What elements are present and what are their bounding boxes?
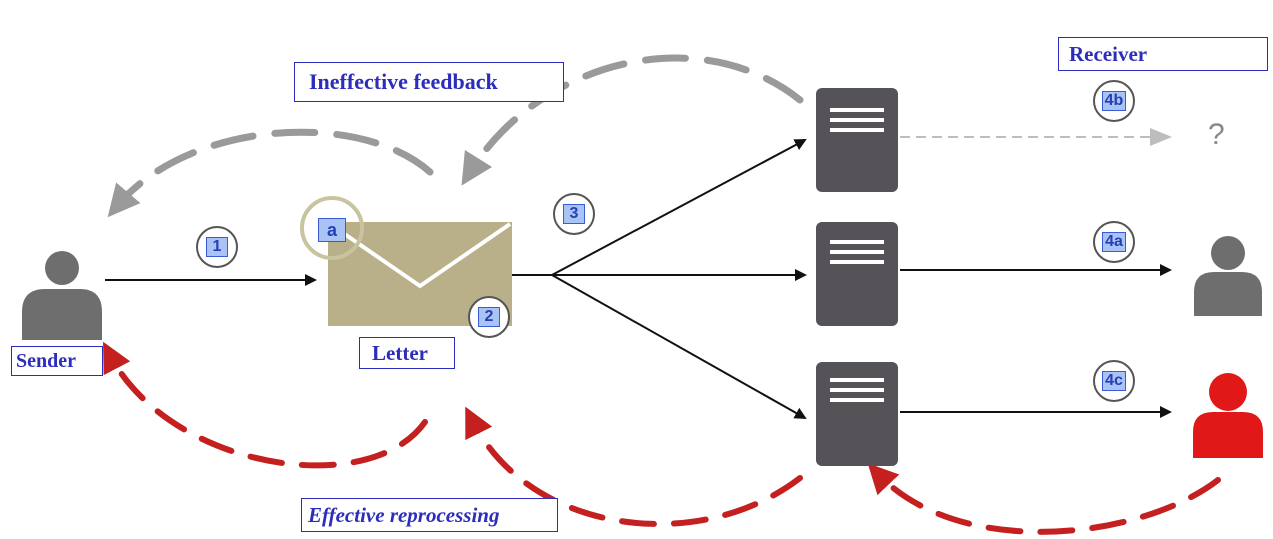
unknown-receiver-mark: ? [1208,118,1225,151]
sender-label: Sender [11,346,103,376]
step-1-badge: 1 [196,226,238,268]
step-2-number: 2 [478,307,500,327]
receiver-alert-person-icon [1193,373,1263,458]
step-4a-number: 4a [1102,232,1126,252]
reprocess-arrow-receiver-to-server [867,463,1221,535]
server-middle-icon [816,222,898,326]
arrow-to-server-top [551,139,807,276]
step-a-number: a [318,218,346,242]
step-1-number: 1 [206,237,228,257]
step-4b-number: 4b [1101,91,1127,111]
reprocess-arrow-letter-to-sender [103,341,428,469]
reprocess-arrow-server-to-letter [465,406,803,527]
arrow-to-server-bottom [551,274,807,419]
step-4a-badge: 4a [1093,221,1135,263]
step-2-badge: 2 [468,296,510,338]
effective-reprocessing-label: Effective reprocessing [301,498,558,532]
server-bottom-icon [816,362,898,466]
receiver-label: Receiver [1058,37,1268,71]
server-top-icon [816,88,898,192]
step-3-badge: 3 [553,193,595,235]
sender-person-icon [22,251,102,340]
ineffective-feedback-label: Ineffective feedback [294,62,564,102]
letter-highlight-ring [300,196,364,260]
step-4c-number: 4c [1102,371,1126,391]
receiver-person-icon [1194,236,1262,316]
step-4b-badge: 4b [1093,80,1135,122]
feedback-arrow-server-to-letter [461,54,804,186]
step-a-badge: a [312,210,352,250]
letter-label: Letter [359,337,455,369]
feedback-arrow-letter-to-sender [107,128,434,218]
step-3-number: 3 [563,204,585,224]
step-4c-badge: 4c [1093,360,1135,402]
